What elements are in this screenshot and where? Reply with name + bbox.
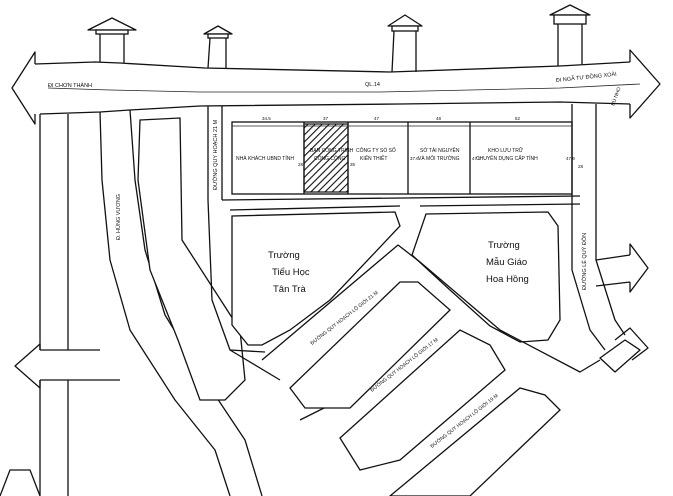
- arrow-east-icon: [629, 49, 661, 119]
- road-label-le-quy-don: ĐƯỜNG LÊ QUÝ ĐÔN: [580, 233, 588, 290]
- dim-label: 28: [298, 162, 304, 167]
- plot-label-5b: CHUYÊN DỤNG CẤP TỈNH: [476, 154, 538, 162]
- road-label-dong-xoai: ĐI NGÃ TƯ ĐỒNG XOÀI: [555, 71, 617, 84]
- school-2-line-1: Trường: [488, 240, 520, 251]
- road-le-quy-don: [571, 104, 631, 351]
- dim-label: 35: [350, 162, 356, 167]
- school-block-1: [231, 211, 401, 346]
- plot-label-3a: CÔNG TY SỔ SỐ: [356, 147, 396, 154]
- dim-label: 37: [323, 116, 329, 121]
- road-below-strip: [221, 195, 581, 211]
- block-diag-2: [339, 329, 506, 471]
- road-qh21-vertical: [207, 106, 281, 381]
- arrow-west-icon: [11, 51, 36, 125]
- block-diag-3: [388, 387, 561, 496]
- road-label-chon-thanh: ĐI CHƠN THÀNH: [48, 82, 92, 89]
- school-2-line-3: Hoa Hồng: [486, 274, 529, 285]
- dim-label: 47: [374, 116, 380, 121]
- dim-label: 37.6: [410, 156, 419, 161]
- school-2-line-2: Mẫu Giáo: [486, 257, 527, 268]
- plot-label-4b: VÀ MÔI TRƯỜNG: [418, 155, 460, 162]
- road-label-qh21: ĐƯỜNG QUY HOẠCH 21 M: [212, 119, 219, 190]
- road-left-lower: [14, 343, 120, 389]
- dim-label: 48: [436, 116, 442, 121]
- gate-icon: [549, 4, 591, 66]
- plot-strip: [231, 121, 573, 195]
- dim-label: 52: [515, 116, 521, 121]
- gate-icon: [387, 14, 423, 73]
- plot-hatched: [303, 123, 349, 193]
- road-label-ql14: QL.14: [365, 82, 380, 88]
- dim-label: 47.9: [472, 156, 481, 161]
- arrow-south-west-icon: [0, 469, 41, 496]
- arrow-east-icon: [629, 243, 649, 293]
- school-1-line-3: Tân Trà: [273, 284, 306, 295]
- plot-label-1: NHÀ KHÁCH UBND TỈNH: [236, 155, 294, 162]
- school-block-2: [411, 211, 561, 343]
- block-diag-1: [289, 281, 451, 409]
- school-1-line-2: Tiểu Học: [272, 267, 310, 278]
- plot-label-5a: KHO LƯU TRỮ: [488, 147, 524, 154]
- dim-label: 34.5: [262, 116, 271, 121]
- gate-icon: [203, 25, 233, 69]
- road-ql14: [34, 61, 641, 115]
- dim-label: 47.9: [566, 156, 575, 161]
- plot-label-4a: SỞ TÀI NGUYÊN: [420, 146, 460, 154]
- island-left: [137, 117, 246, 401]
- road-hung-vuong: [39, 109, 263, 496]
- road-label-hung-vuong: Đ. HÙNG VƯƠNG: [115, 194, 122, 240]
- gate-icon: [87, 17, 137, 63]
- plot-label-2b: CÔNG CỘNG: [314, 155, 346, 162]
- dim-label: 28: [578, 164, 584, 169]
- plot-label-2a: BAN CÔNG TRÌNH: [310, 147, 354, 154]
- arrow-south-east-icon: [599, 327, 649, 373]
- school-1-line-1: Trường: [268, 250, 300, 261]
- plot-label-3b: KIẾN THIẾT: [360, 155, 387, 162]
